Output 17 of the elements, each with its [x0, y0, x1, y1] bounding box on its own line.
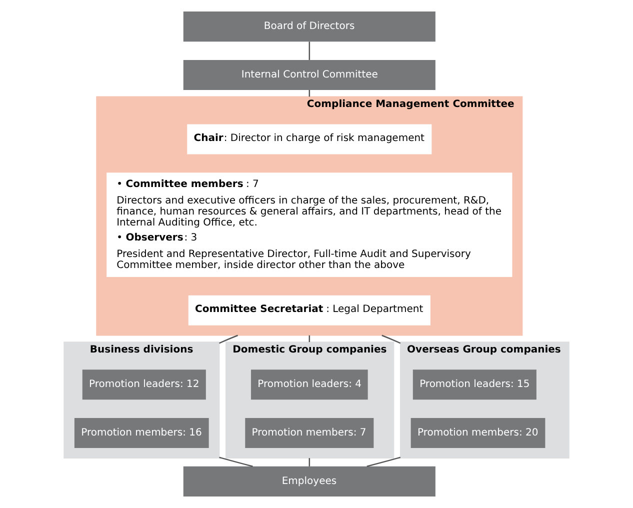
node-box: Promotion leaders: 15 — [412, 370, 536, 400]
node-box: Promotion leaders: 12 — [82, 370, 206, 400]
connector — [219, 334, 238, 344]
connector — [308, 42, 310, 60]
node-box: Chair: Director in charge of risk management — [187, 124, 432, 154]
node-box: Promotion members: 7 — [245, 418, 374, 448]
connector — [219, 456, 253, 467]
connector — [382, 334, 401, 344]
node-box: Promotion members: 20 — [410, 418, 546, 448]
node-box: Promotion leaders: 4 — [250, 370, 368, 400]
node-box: Internal Control Committee — [183, 60, 436, 90]
node-box: Promotion members: 16 — [74, 418, 209, 448]
node-box: Board of Directors — [183, 12, 436, 42]
connector — [366, 456, 401, 467]
node-box: • Committee members: 7 Directors and executive officers in charge of the sales, procurement, R&D, finance, human resources & general affairs, and IT departments, head of the Internal Auditing Office, etc. • Observers: 3 President and Representative Director, Full-time Audit and Supervisory Committee member, inside director other than the above — [106, 172, 512, 277]
node-box: Committee Secretariat: Legal Department — [188, 295, 430, 326]
node-box: Employees — [183, 466, 436, 496]
